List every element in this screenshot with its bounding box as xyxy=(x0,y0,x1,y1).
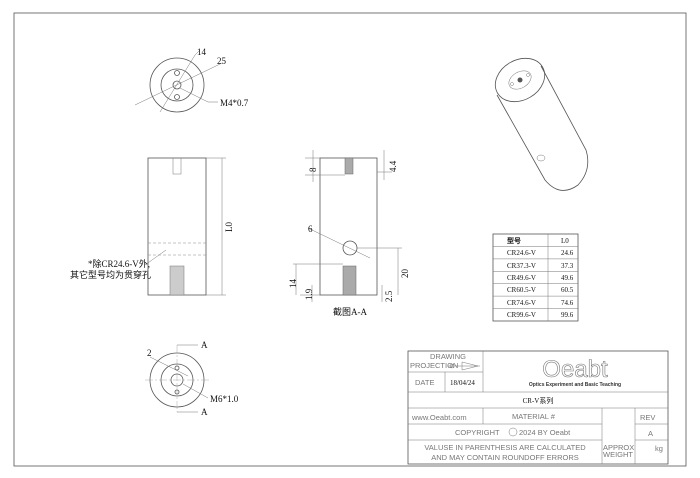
side-view: L0 *除CR24.6-V外, 其它型号均为贯穿孔 xyxy=(70,157,234,296)
dim-right: 20 xyxy=(400,269,410,279)
dim-top-right: 4.4 xyxy=(388,160,398,172)
table-row: CR99.6-V 99.6 xyxy=(507,311,574,319)
section-view: 8 4.4 6 20 14 1.9 2.5 截图A-A xyxy=(288,150,410,317)
approx-label: APPROX xyxy=(603,443,634,452)
section-title: 截图A-A xyxy=(333,306,367,317)
dim-bottom: 2 xyxy=(147,348,152,358)
note-line1: *除CR24.6-V外, xyxy=(88,258,150,269)
table-row: CR60.5-V 60.5 xyxy=(507,286,574,294)
svg-text:CR74.6-V: CR74.6-V xyxy=(507,299,536,307)
svg-text:24.6: 24.6 xyxy=(561,249,574,257)
dim-top: 8 xyxy=(308,167,318,172)
model-table: 型号 L0 CR24.6-V 24.6 CR37.3-V 37.3 CR49.6-V… xyxy=(492,233,579,322)
svg-text:99.6: 99.6 xyxy=(561,311,574,319)
series-title: CR-V系列 xyxy=(523,396,554,405)
svg-text:CR49.6-V: CR49.6-V xyxy=(507,274,536,282)
bottom-view: A A 2 M6*1.0 xyxy=(145,340,239,417)
note-line2: 其它型号均为贯穿孔 xyxy=(70,269,151,280)
top-view: 14 25 M4*0.7 xyxy=(134,47,249,113)
copyright-year: 2024 BY Oeabt xyxy=(519,428,571,437)
date-label: DATE xyxy=(415,378,434,387)
weight-unit: kg xyxy=(655,444,663,453)
logo-tagline: Optics Experiment and Basic Teaching xyxy=(529,382,621,388)
svg-text:74.6: 74.6 xyxy=(561,299,574,307)
thread-label-bottom: M6*1.0 xyxy=(210,394,239,404)
note-line2: AND MAY CONTAIN ROUNDOFF ERRORS xyxy=(431,453,579,462)
table-header-model: 型号 xyxy=(507,236,521,245)
date-value: 18/04/24 xyxy=(450,379,475,387)
dim-bottom-right: 2.5 xyxy=(384,290,394,302)
projection-label: PROJECTION xyxy=(410,361,458,370)
title-block: DRAWING PROJECTION DATE 18/04/24 Oeabt O… xyxy=(407,350,669,465)
table-row: CR74.6-V 74.6 xyxy=(507,299,574,307)
drawing-label: DRAWING xyxy=(430,352,466,361)
svg-text:CR60.5-V: CR60.5-V xyxy=(507,286,536,294)
dim-bottom-small: 1.9 xyxy=(304,288,314,300)
svg-text:CR99.6-V: CR99.6-V xyxy=(507,311,536,319)
table-header-l0: L0 xyxy=(561,237,569,245)
note-line1: VALUSE IN PARENTHESIS ARE CALCULATED xyxy=(424,443,586,452)
table-row: CR37.3-V 37.3 xyxy=(507,262,574,270)
dim-hole: 6 xyxy=(308,224,313,234)
svg-text:CR24.6-V: CR24.6-V xyxy=(507,249,536,257)
dim-outer: 25 xyxy=(217,56,227,66)
svg-text:60.5: 60.5 xyxy=(561,286,574,294)
section-mark-bottom: A xyxy=(201,407,208,417)
logo: Oeabt xyxy=(542,356,608,383)
copyright-label: COPYRIGHT xyxy=(455,428,500,437)
weight-label: WEIGHT xyxy=(603,450,633,459)
thread-label: M4*0.7 xyxy=(220,98,249,108)
isometric-view xyxy=(494,57,589,191)
rev-value: A xyxy=(648,429,653,438)
length-label: L0 xyxy=(224,222,234,232)
dim-inner: 14 xyxy=(197,47,207,57)
rev-label: REV xyxy=(640,413,655,422)
section-mark-top: A xyxy=(201,340,208,350)
copyright-icon xyxy=(508,427,518,437)
svg-text:49.6: 49.6 xyxy=(561,274,574,282)
svg-text:CR37.3-V: CR37.3-V xyxy=(507,262,536,270)
drawing-border xyxy=(13,12,687,467)
table-row: CR49.6-V 49.6 xyxy=(507,274,574,282)
projection-symbol-icon xyxy=(448,361,480,371)
dim-bottom-left: 14 xyxy=(288,279,298,289)
website-link: www.Oeabt.com xyxy=(411,413,467,422)
material-label: MATERIAL # xyxy=(512,412,556,421)
svg-text:37.3: 37.3 xyxy=(561,262,574,270)
table-row: CR24.6-V 24.6 xyxy=(507,249,574,257)
